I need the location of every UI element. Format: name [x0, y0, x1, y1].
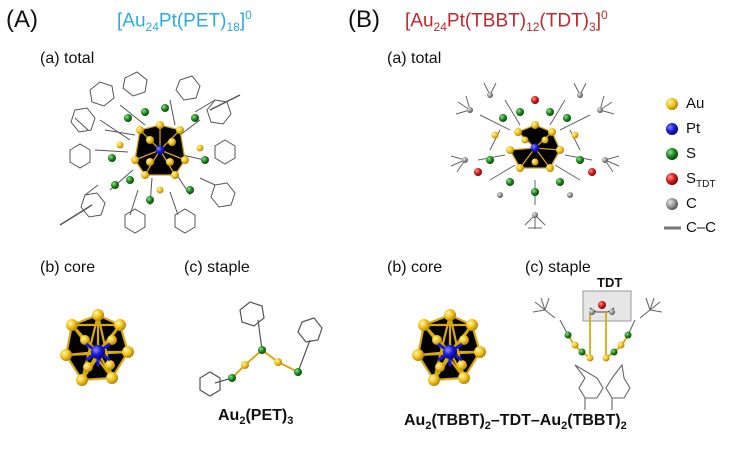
- formula-a-part: Pt(PET): [158, 10, 227, 32]
- panel-b-staple-caption: Au2(TBBT)2–TDT–Au2(TBBT)2: [404, 412, 627, 432]
- gray-sphere-icon: [666, 198, 678, 210]
- panel-b-letter: (B): [348, 6, 380, 33]
- caption-b-sub: 2: [425, 420, 432, 433]
- formula-b-part: Pt(TBBT): [446, 10, 527, 32]
- panel-a-total-label: (a) total: [40, 50, 95, 67]
- caption-a-sub: 2: [239, 415, 246, 428]
- formula-b-sub: 3: [589, 20, 596, 35]
- structure-a-total: [59, 71, 241, 234]
- red-sphere-icon: [666, 173, 678, 185]
- panel-a-formula: [Au24Pt(PET)18]0: [117, 8, 252, 34]
- structure-b-core: [412, 309, 486, 386]
- formula-a-sub: 18: [226, 20, 240, 35]
- legend-icons: [664, 98, 681, 230]
- legend-label-c: C: [686, 195, 697, 212]
- panel-a-staple-label: (c) staple: [184, 259, 250, 276]
- caption-b-sub: 2: [620, 420, 627, 433]
- formula-b-sub: 12: [526, 20, 540, 35]
- caption-a-sub: 3: [287, 415, 294, 428]
- caption-b-sub: 2: [484, 420, 491, 433]
- formula-b-sub: 24: [433, 20, 447, 35]
- legend-label-au: Au: [686, 95, 705, 112]
- legend-label-stdt-main: S: [686, 170, 697, 187]
- panel-b-staple-label: (c) staple: [525, 259, 591, 276]
- legend-label-cc: C–C: [686, 219, 717, 236]
- caption-b-part: (TBBT): [567, 412, 621, 429]
- caption-b-sub: 2: [561, 420, 568, 433]
- panel-a-letter: (A): [6, 6, 38, 33]
- caption-b-part: –TDT–Au: [490, 412, 562, 429]
- legend-label-stdt-sub: TDT: [696, 179, 716, 190]
- panel-a-staple-caption: Au2(PET)3: [218, 407, 293, 427]
- panel-a-core-label: (b) core: [40, 259, 96, 276]
- legend-label-stdt: STDT: [686, 170, 715, 190]
- structure-b-total: [450, 82, 620, 229]
- green-sphere-icon: [666, 148, 678, 160]
- legend-label-pt: Pt: [686, 120, 701, 137]
- gold-sphere-icon: [666, 98, 678, 110]
- structure-a-staple: [199, 301, 323, 397]
- caption-a-part: Au: [218, 407, 240, 424]
- caption-a-part: (PET): [245, 407, 288, 424]
- formula-b-part: [Au: [405, 10, 434, 32]
- formula-a-part: [Au: [117, 10, 146, 32]
- ligand-sticks-a: [59, 71, 241, 234]
- tdt-highlight-box: [582, 290, 632, 322]
- panel-b-core-label: (b) core: [387, 259, 443, 276]
- formula-a-sup: 0: [245, 8, 252, 22]
- structure-a-core: [60, 309, 134, 386]
- caption-b-part: Au: [404, 412, 426, 429]
- formula-b-part: ]: [595, 10, 601, 32]
- tdt-label: TDT: [597, 275, 623, 290]
- formula-a-sub: 24: [145, 20, 159, 35]
- atoms-a: [108, 104, 209, 204]
- blue-sphere-icon: [666, 123, 678, 135]
- panel-b-formula: [Au24Pt(TBBT)12(TDT)3]0: [405, 8, 608, 34]
- caption-b-part: (TBBT): [431, 412, 485, 429]
- structure-b-staple: [532, 290, 663, 410]
- formula-b-part: (TDT): [539, 10, 590, 32]
- formula-b-sup: 0: [600, 8, 608, 22]
- panel-b-total-label: (a) total: [387, 50, 442, 67]
- formula-a-part: ]: [239, 10, 246, 32]
- legend-label-s: S: [686, 145, 697, 162]
